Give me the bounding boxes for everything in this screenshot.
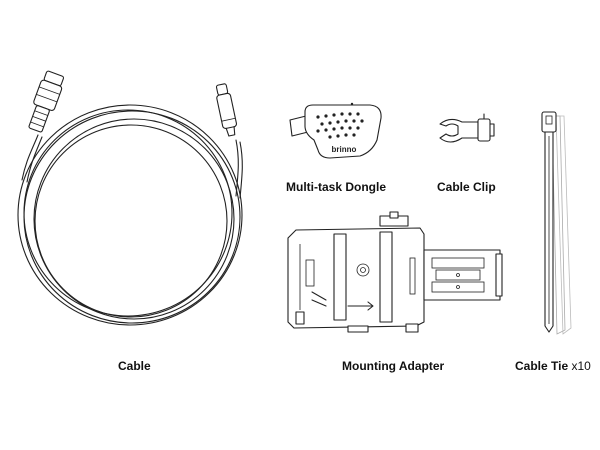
dongle-label: Multi-task Dongle xyxy=(286,180,387,194)
cable-label: Cable xyxy=(118,359,151,373)
clip-label: Cable Clip xyxy=(437,180,496,194)
brinno-logo: brinno xyxy=(332,145,357,154)
tie-quantity: x10 xyxy=(571,359,591,373)
tie-label-text: Cable Tie xyxy=(515,359,569,373)
adapter-label: Mounting Adapter xyxy=(342,359,445,373)
tie-label: Cable Tie x10 xyxy=(515,359,591,373)
